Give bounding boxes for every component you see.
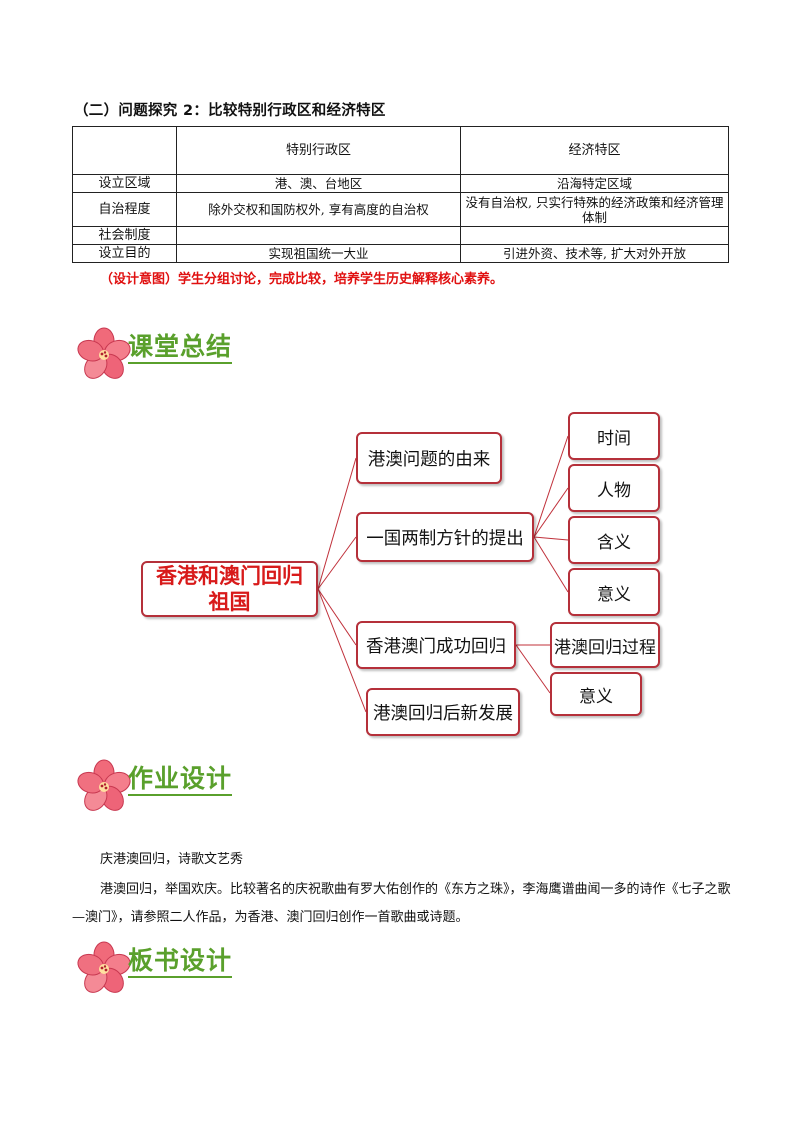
flower-icon [77, 759, 131, 811]
mindmap-leaf-node: 时间 [568, 412, 660, 460]
homework-body: 港澳回归，举国欢庆。比较著名的庆祝歌曲有罗大佑创作的《东方之珠》，李海鹰谱曲闻一… [72, 882, 731, 925]
mindmap-leaf-node: 意义 [568, 568, 660, 616]
connector-line [317, 536, 357, 590]
table-cell [460, 226, 729, 245]
table-cell: 沿海特定区域 [460, 174, 729, 193]
row-label: 社会制度 [72, 226, 177, 245]
connector-line [317, 457, 357, 590]
table-row: 设立区域 港、澳、台地区 沿海特定区域 [72, 174, 729, 193]
table-header-row: 特别行政区 经济特区 [72, 126, 729, 175]
connector-line [533, 536, 569, 593]
flower-icon [77, 941, 131, 993]
row-label: 自治程度 [72, 192, 177, 227]
mindmap-leaf-node: 含义 [568, 516, 660, 564]
mindmap-leaf-node: 意义 [550, 672, 642, 716]
mindmap-branch-node: 港澳回归后新发展 [366, 688, 520, 736]
table-header-cell: 经济特区 [460, 126, 729, 175]
table-cell: 没有自治权, 只实行特殊的经济政策和经济管理体制 [460, 192, 729, 227]
connector-line [515, 644, 551, 694]
table-row: 社会制度 [72, 226, 729, 245]
connector-line [533, 487, 569, 538]
mindmap-leaf-node: 人物 [568, 464, 660, 512]
table-cell: 港、澳、台地区 [176, 174, 461, 193]
mindmap-leaf-node: 港澳回归过程 [550, 622, 660, 668]
mindmap-root-node: 香港和澳门回归祖国 [141, 561, 318, 617]
design-intent: （设计意图）学生分组讨论，完成比较，培养学生历史解释核心素养。 [100, 272, 504, 287]
board-heading-text: 板书设计 [128, 946, 233, 978]
section-heading: （二）问题探究 2：比较特别行政区和经济特区 [74, 103, 386, 119]
comparison-table: 特别行政区 经济特区 设立区域 港、澳、台地区 沿海特定区域 自治程度 除外交权… [72, 126, 729, 263]
row-label: 设立目的 [72, 244, 177, 263]
connector-line [533, 536, 569, 541]
table-cell [176, 226, 461, 245]
connector-line [317, 588, 357, 646]
table-row: 设立目的 实现祖国统一大业 引进外资、技术等, 扩大对外开放 [72, 244, 729, 263]
table-header-cell [72, 126, 177, 175]
table-cell: 除外交权和国防权外, 享有高度的自治权 [176, 192, 461, 227]
table-cell: 引进外资、技术等, 扩大对外开放 [460, 244, 729, 263]
mindmap-branch-node: 港澳问题的由来 [356, 432, 502, 484]
mindmap-branch-node: 一国两制方针的提出 [356, 512, 534, 562]
homework-title: 庆港澳回归，诗歌文艺秀 [100, 852, 244, 867]
homework-heading-text: 作业设计 [128, 764, 233, 796]
connector-line [533, 435, 569, 538]
summary-heading-text: 课堂总结 [128, 332, 233, 364]
flower-icon [77, 327, 131, 379]
mindmap-branch-node: 香港澳门成功回归 [356, 621, 516, 669]
table-header-cell: 特别行政区 [176, 126, 461, 175]
table-row: 自治程度 除外交权和国防权外, 享有高度的自治权 没有自治权, 只实行特殊的经济… [72, 192, 729, 227]
table-cell: 实现祖国统一大业 [176, 244, 461, 263]
row-label: 设立区域 [72, 174, 177, 193]
